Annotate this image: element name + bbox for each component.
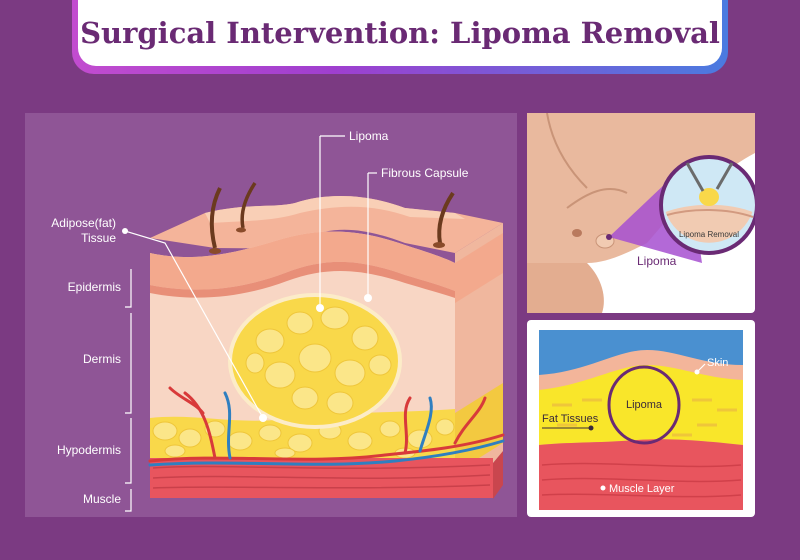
magnifier-caption: Lipoma Removal [679, 230, 739, 239]
title-banner: Surgical Intervention: Lipoma Removal [72, 0, 728, 74]
layers-lipoma-label: Lipoma [626, 399, 663, 411]
layers-skin-label: Skin [707, 357, 728, 369]
skin-top-highlight [205, 196, 465, 223]
muscle-layer [539, 439, 743, 510]
epidermis-inner-line [150, 261, 455, 298]
label-adipose-line2: Tissue [81, 231, 116, 245]
label-muscle: Muscle [83, 492, 121, 506]
torso-skin [527, 113, 755, 263]
title-box: Surgical Intervention: Lipoma Removal [78, 0, 722, 66]
hypodermis-fat-layer [150, 409, 455, 458]
muscle-fibers [152, 464, 491, 489]
skin-cross-section-diagram: Lipoma Fibrous Capsule Adipose(fat) Tiss… [51, 129, 505, 512]
label-dots [122, 228, 372, 422]
layers-muscle-label: Muscle Layer [609, 483, 675, 495]
muscle-side-face [493, 451, 503, 499]
hair-follicles [209, 182, 455, 254]
lipoma-cells [245, 306, 392, 415]
lipoma-outline [607, 365, 681, 445]
blood-vessels [148, 386, 505, 467]
inset-layers-panel: Lipoma Skin Fat Tissues Muscle Layer [527, 320, 755, 517]
scalpel-left [685, 162, 705, 192]
arm-skin [527, 263, 604, 313]
label-pointers [124, 136, 369, 512]
scalpel-right [715, 162, 734, 190]
body-lipoma-illustration: Lipoma Removal Lipoma [527, 113, 755, 313]
label-adipose-line1: Adipose(fat) [51, 216, 116, 230]
inset-lipoma-label: Lipoma [637, 254, 677, 268]
label-dermis: Dermis [83, 352, 121, 366]
label-hypodermis: Hypodermis [57, 443, 121, 457]
inset-body-panel: Lipoma Removal Lipoma [527, 113, 755, 313]
main-diagram-panel: Lipoma Fibrous Capsule Adipose(fat) Tiss… [25, 113, 517, 517]
label-lipoma: Lipoma [349, 129, 389, 143]
label-fibrous-capsule: Fibrous Capsule [381, 166, 469, 180]
nipple [572, 229, 582, 237]
tissue-layers-illustration: Lipoma Skin Fat Tissues Muscle Layer [539, 330, 743, 510]
layers-fat-label: Fat Tissues [542, 413, 599, 425]
lipoma-in-magnifier [699, 188, 719, 206]
fat-layer [539, 365, 743, 445]
page-title: Surgical Intervention: Lipoma Removal [80, 16, 720, 50]
epidermis-front-band [150, 231, 455, 291]
epidermis-side-face [455, 233, 503, 303]
fat-texture [552, 398, 737, 437]
label-epidermis: Epidermis [68, 280, 121, 294]
